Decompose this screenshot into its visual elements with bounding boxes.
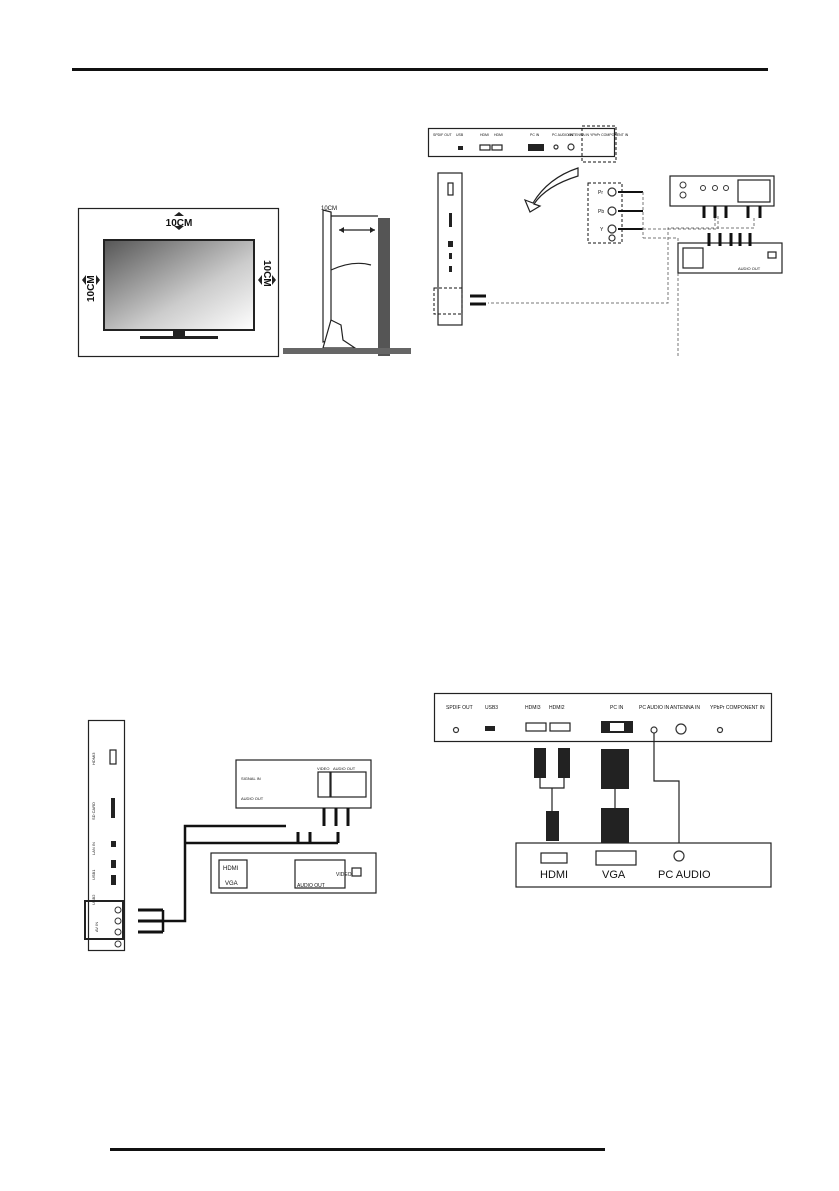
diagram-label: SD CARD	[91, 802, 96, 820]
pc-hdmi-connection-diagram: SPDIF OUT USB3 HDMI3 HDMI2 PC IN PC AUDI…	[433, 692, 773, 888]
hdmi-label: HDMI	[540, 869, 568, 881]
clearance-top-label: 10CM	[166, 218, 193, 229]
diagram-label: PC IN	[530, 133, 540, 137]
diagram-label: USB3	[485, 705, 498, 711]
diagram-label: YPbPr COMPONENT IN	[590, 133, 629, 137]
diagram-label: VIDEO	[317, 766, 329, 771]
clearance-left-label: 10CM	[86, 275, 97, 302]
diagram-label: HDMI3	[91, 752, 96, 765]
tv-side-panel	[87, 719, 126, 952]
av-connection-diagram: HDMI3 SD CARD LAN IN USB1 USB2 AV IN SIG…	[84, 719, 377, 952]
component-jacks: Pr Pb Y	[598, 187, 617, 242]
diagram-label: HDMI	[480, 133, 489, 137]
bottom-rule	[110, 1148, 605, 1151]
clearance-front-diagram: 10CM 10CM 10CM	[77, 207, 280, 358]
diagram-label: USB	[456, 133, 464, 137]
diagram-label: PC IN	[610, 705, 624, 711]
diagram-label: Pr	[598, 190, 603, 196]
diagram-label: ANTENNA IN	[670, 705, 700, 711]
diagram-label: SIGNAL IN	[241, 776, 261, 781]
clearance-side-diagram: 10CM	[283, 206, 411, 356]
diagram-label: USB1	[91, 869, 96, 880]
diagram-label: SPDIF OUT	[433, 133, 453, 137]
tv-rear-panel	[433, 692, 773, 743]
diagram-label: AV IN	[94, 922, 99, 932]
tv-screen	[103, 239, 255, 331]
diagram-label: YPbPr COMPONENT IN	[710, 705, 765, 711]
diagram-label: HDMI3	[525, 705, 541, 711]
clearance-right-label: 10CM	[261, 260, 272, 287]
diagram-label: AUDIO OUT	[241, 796, 264, 801]
diagram-label: Pb	[598, 209, 604, 215]
diagram-label: HDMI	[223, 866, 239, 872]
dvd-recorder-device	[235, 759, 372, 809]
diagram-label: SPDIF OUT	[446, 705, 473, 711]
diagram-label: ANTENNA IN	[568, 133, 589, 137]
diagram-label: USB2	[91, 894, 96, 905]
diagram-label: AUDIO OUT	[297, 883, 325, 889]
pc-device	[515, 842, 772, 888]
vga-label: VGA	[602, 869, 626, 881]
diagram-label: PC AUDIO IN	[552, 133, 574, 137]
clearance-side-label: 10CM	[321, 206, 337, 212]
diagram-label: HDMI2	[549, 705, 565, 711]
pc-audio-label: PC AUDIO	[658, 869, 711, 881]
diagram-label: VGA	[225, 881, 238, 887]
component-connection-diagram: SPDIF OUT USB HDMI HDMI PC IN PC AUDIO I…	[427, 125, 783, 358]
diagram-label: Y	[600, 227, 604, 233]
diagram-label: PC AUDIO IN	[639, 705, 670, 711]
diagram-label: VIDEO	[336, 872, 352, 878]
diagram-label: LAN IN	[91, 842, 96, 855]
diagram-label: HDMI	[494, 133, 503, 137]
wall	[378, 218, 390, 356]
component-source-device	[669, 175, 775, 207]
tv-rear-panel	[427, 127, 616, 158]
tv-side-panel	[437, 172, 463, 326]
diagram-label: AUDIO OUT	[738, 266, 761, 271]
diagram-label: AUDIO OUT	[333, 766, 356, 771]
top-rule	[72, 68, 768, 71]
